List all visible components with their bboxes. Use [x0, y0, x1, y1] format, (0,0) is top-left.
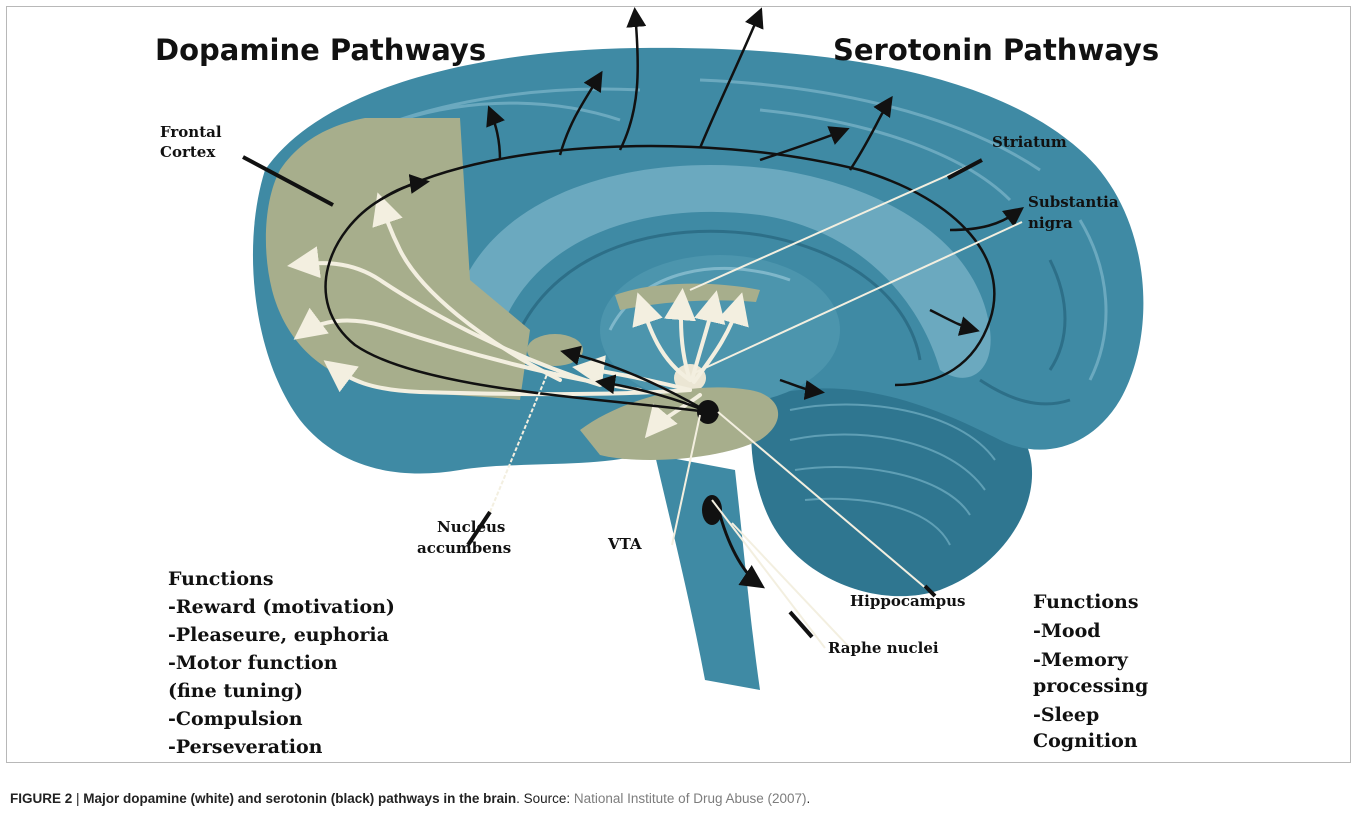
caption-source-prefix: . Source:: [516, 791, 574, 806]
dopamine-functions-line: (fine tuning): [168, 680, 303, 702]
nucleus-accumbens-label-line2: accumbens: [417, 539, 511, 557]
dopamine-functions-line: -Motor function: [168, 652, 338, 674]
serotonin-title: Serotonin Pathways: [833, 33, 1159, 67]
vta-nucleus-dot: [697, 400, 719, 424]
dopamine-functions-line: -Perseveration: [168, 736, 323, 758]
caption-separator: |: [72, 791, 83, 806]
serotonin-functions-line: Functions: [1033, 591, 1139, 613]
serotonin-functions-list: Functions -Mood -Memory processing -Slee…: [1033, 591, 1148, 752]
vta-label: VTA: [607, 535, 642, 553]
caption-source-link[interactable]: National Institute of Drug Abuse (2007): [574, 791, 807, 806]
serotonin-functions-line: -Memory: [1033, 649, 1129, 671]
dopamine-functions-list: Functions -Reward (motivation) -Pleaseur…: [168, 568, 395, 758]
serotonin-functions-line: -Mood: [1033, 620, 1101, 642]
substantia-nigra-label-line1: Substantia: [1028, 193, 1119, 211]
dopamine-functions-line: Functions: [168, 568, 274, 590]
brainstem: [655, 455, 760, 690]
dopamine-functions-line: -Reward (motivation): [168, 596, 395, 618]
striatum-label: Striatum: [992, 133, 1067, 151]
dopamine-title: Dopamine Pathways: [155, 33, 486, 67]
serotonin-functions-line: -Sleep: [1033, 704, 1099, 726]
brain-pathways-diagram: Dopamine Pathways Serotonin Pathways Fro…: [0, 0, 1358, 770]
dopamine-functions-line: -Compulsion: [168, 708, 303, 730]
raphe-nuclei-label: Raphe nuclei: [828, 639, 939, 657]
dopamine-functions-line: -Pleaseure, euphoria: [168, 624, 389, 646]
figure-caption: FIGURE 2 | Major dopamine (white) and se…: [10, 791, 1350, 806]
figure-number: FIGURE 2: [10, 791, 72, 806]
substantia-nigra-label-line2: nigra: [1028, 214, 1073, 232]
serotonin-functions-line: processing: [1033, 675, 1148, 697]
hippocampus-label: Hippocampus: [850, 592, 965, 610]
caption-title: Major dopamine (white) and serotonin (bl…: [83, 791, 516, 806]
frontal-cortex-label-line2: Cortex: [160, 143, 216, 161]
nucleus-accumbens-label-line1: Nucleus: [437, 518, 505, 536]
frontal-cortex-label-line1: Frontal: [160, 123, 222, 141]
caption-end: .: [807, 791, 811, 806]
serotonin-functions-line: Cognition: [1033, 730, 1138, 752]
